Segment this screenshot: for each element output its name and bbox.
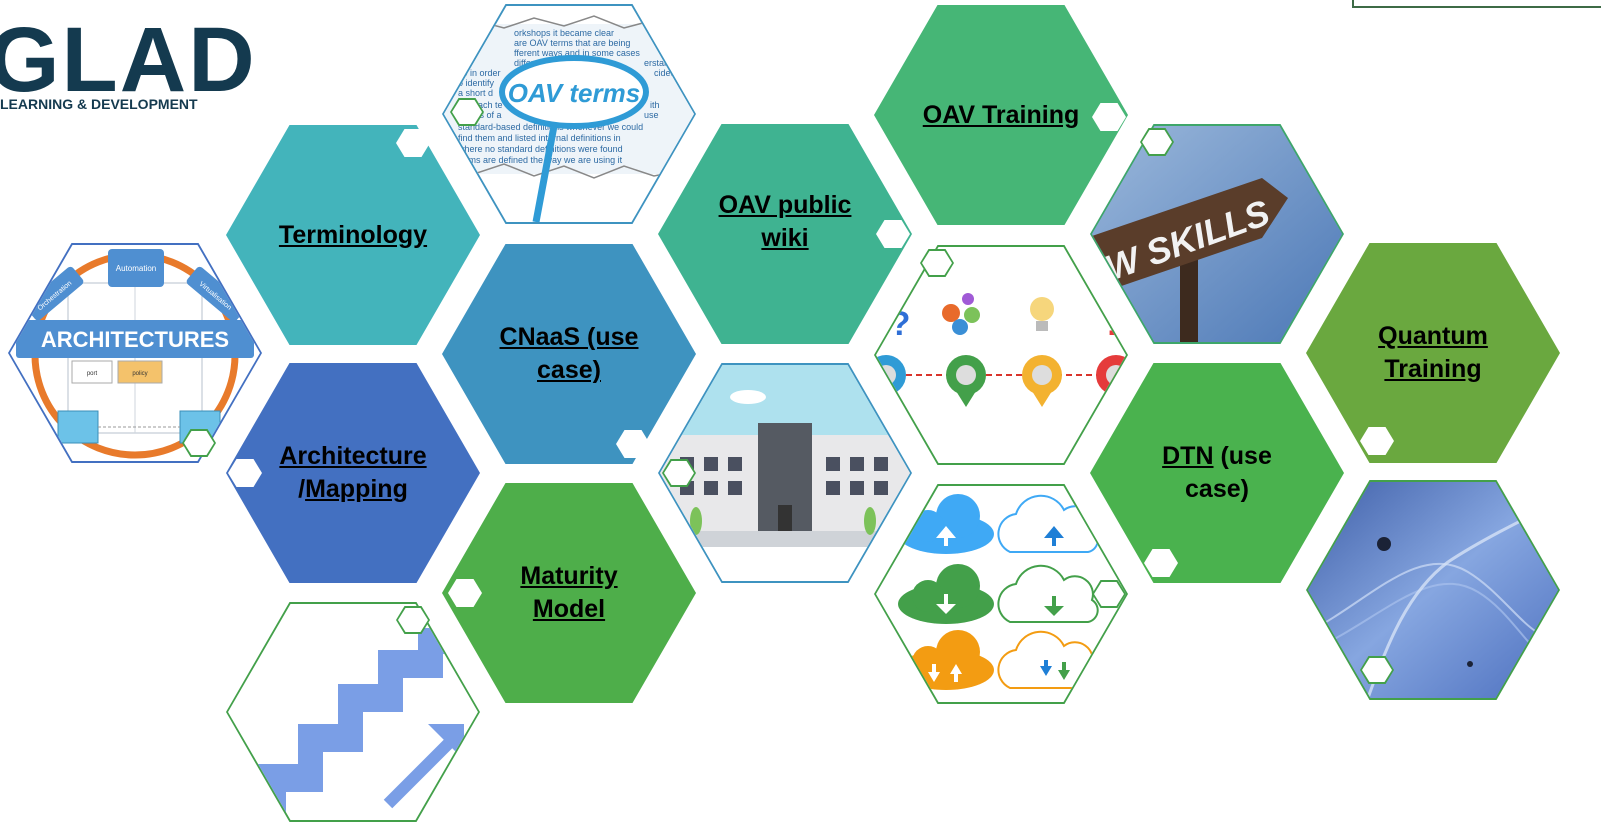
dtn-label-rest: (use xyxy=(1213,442,1272,470)
oav-terms-heading: OAV terms xyxy=(508,78,640,108)
hex-marker xyxy=(662,459,696,487)
corner-frame xyxy=(1352,0,1601,8)
oav-terms-illustration: orkshops it became clear are OAV terms t… xyxy=(444,15,694,222)
logo-title: GLAD xyxy=(0,9,257,111)
text-line: use xyxy=(644,110,659,120)
text-line: o identify xyxy=(458,78,495,88)
oav-terms-image-hex: orkshops it became clear are OAV terms t… xyxy=(442,4,696,224)
architectures-title: ARCHITECTURES xyxy=(41,327,229,352)
text-line: find them and listed internal definition… xyxy=(458,133,621,143)
quantum-link-line1[interactable]: Quantum xyxy=(1378,322,1488,350)
policy-box-label: policy xyxy=(132,371,147,377)
abstract-wave-illustration xyxy=(1308,482,1558,698)
text-line: where no standard definitions were found xyxy=(457,144,623,154)
architectures-image-hex: Automation Orchestration Virtualisation … xyxy=(8,243,262,463)
staircase-illustration xyxy=(258,628,478,820)
hex-marker xyxy=(616,430,650,458)
building-illustration xyxy=(660,365,910,581)
oav-public-wiki-tile[interactable]: OAV public wiki xyxy=(658,124,912,344)
hex-marker xyxy=(876,220,910,248)
process-image-hex: ? ! xyxy=(874,245,1128,465)
logo-subtitle: LEARNING & DEVELOPMENT xyxy=(0,96,198,112)
automation-label: Automation xyxy=(116,264,156,273)
text-line: orkshops it became clear xyxy=(514,28,614,38)
oav-wiki-link-line1[interactable]: OAV public xyxy=(718,191,852,219)
process-illustration: ? ! xyxy=(876,293,1126,407)
text-line: a short d xyxy=(458,88,493,98)
text-line: terms are defined the way we are using i… xyxy=(458,155,623,165)
clouds-image-hex xyxy=(874,484,1128,704)
text-line: cided xyxy=(654,68,676,78)
slash-separator: / xyxy=(298,475,306,503)
hex-marker xyxy=(448,579,482,607)
cnaas-link-line2[interactable]: case) xyxy=(537,356,601,384)
cnaas-tile[interactable]: CNaaS (use case) xyxy=(442,244,696,464)
architectures-diagram: Automation Orchestration Virtualisation … xyxy=(16,249,254,459)
port-box-label: port xyxy=(87,371,98,377)
dtn-link[interactable]: DTN xyxy=(1162,442,1214,470)
maturity-link-line2[interactable]: Model xyxy=(532,595,606,623)
new-skills-image-hex: EW SKILLS xyxy=(1090,124,1344,344)
text-line: ach te xyxy=(478,100,503,110)
text-line: ith xyxy=(650,100,660,110)
text-line: so in order xyxy=(458,68,501,78)
cloud-sync-outline-icon xyxy=(997,630,1099,689)
cloud-upload-icon xyxy=(898,494,994,554)
oav-training-link[interactable]: OAV Training xyxy=(922,100,1080,129)
staircase-image-hex xyxy=(226,602,480,822)
cnaas-link-line1[interactable]: CNaaS (use xyxy=(499,323,639,351)
architecture-mapping-tile[interactable]: Architecture /Mapping xyxy=(226,363,480,583)
cloud-upload-outline-icon xyxy=(997,494,1099,553)
terminology-link[interactable]: Terminology xyxy=(278,220,428,249)
cloud-download-outline-icon xyxy=(997,564,1099,623)
text-line: differ xyxy=(514,58,534,68)
oav-training-tile[interactable]: OAV Training xyxy=(874,5,1128,225)
quantum-link-line2[interactable]: Training xyxy=(1384,355,1482,383)
dtn-label-line2: case) xyxy=(1185,475,1249,503)
oav-wiki-link-line2[interactable]: wiki xyxy=(761,224,809,252)
building-image-hex xyxy=(658,363,912,583)
hex-marker xyxy=(396,606,430,634)
terminology-tile[interactable]: Terminology xyxy=(226,125,480,345)
hex-marker xyxy=(920,249,954,277)
architecture-link[interactable]: Architecture xyxy=(279,442,427,470)
new-skills-signpost: EW SKILLS xyxy=(1092,126,1342,342)
mapping-link[interactable]: Mapping xyxy=(305,475,408,503)
cloud-download-icon xyxy=(898,564,994,624)
text-line: fferent ways and in some cases xyxy=(514,48,640,58)
text-line: are OAV terms that are being xyxy=(514,38,630,48)
abstract-wave-image-hex xyxy=(1306,480,1560,700)
dtn-tile[interactable]: DTN (use case) xyxy=(1090,363,1344,583)
cloud-transfer-icons xyxy=(898,494,1099,690)
maturity-link-line1[interactable]: Maturity xyxy=(520,562,618,590)
